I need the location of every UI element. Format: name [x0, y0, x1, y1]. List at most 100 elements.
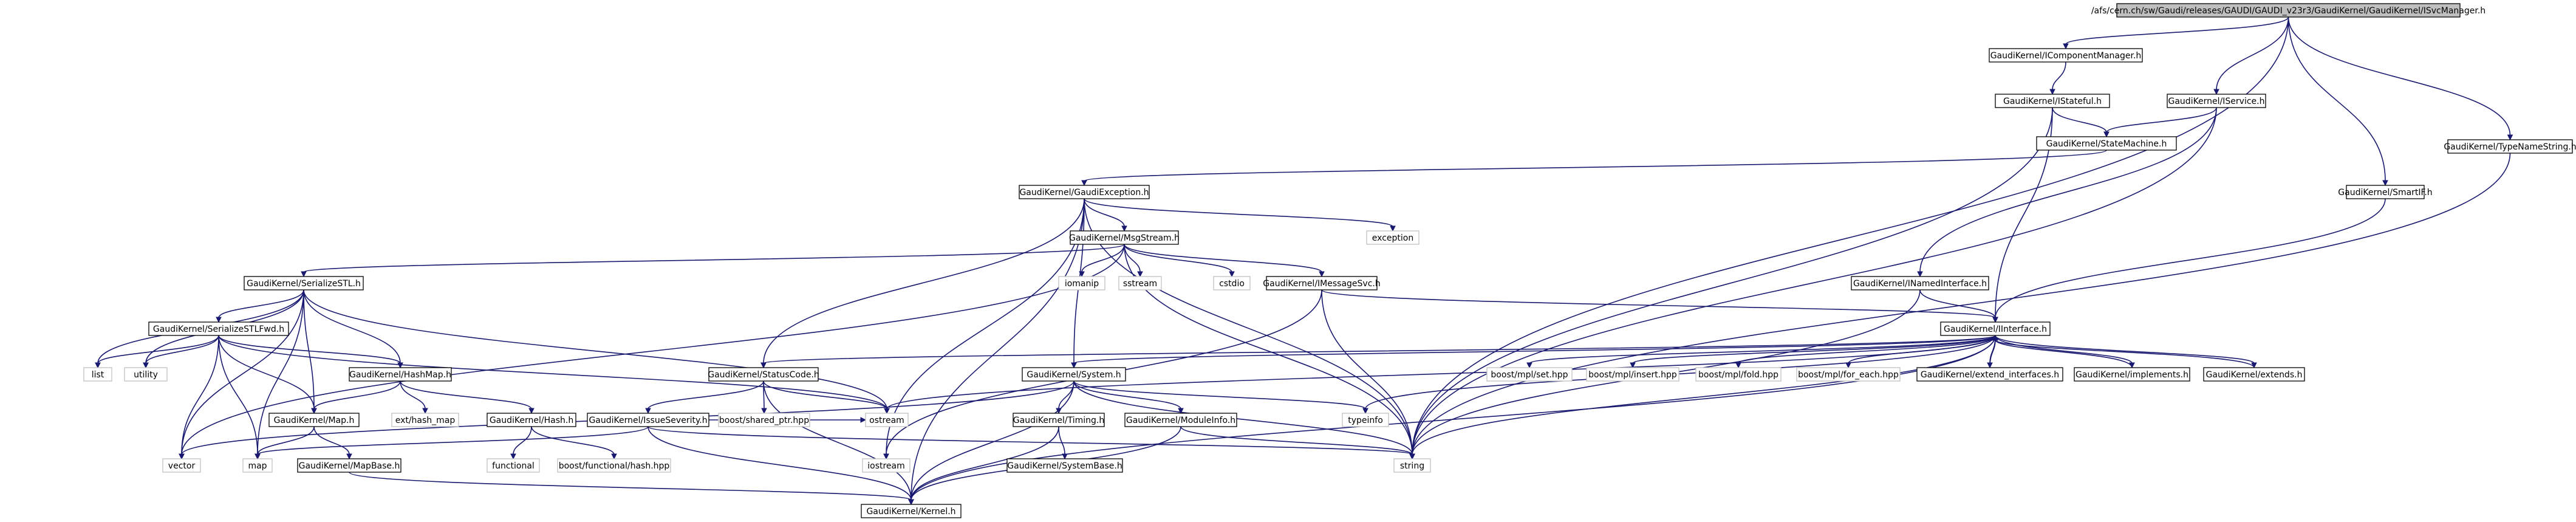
edge-issueseverity-to-kernel — [647, 426, 912, 501]
node-label: GaudiKernel/ModuleInfo.h — [1126, 416, 1235, 425]
node-serializestl[interactable]: GaudiKernel/SerializeSTL.h — [244, 276, 364, 290]
node-imessagesvc[interactable]: GaudiKernel/IMessageSvc.h — [1263, 276, 1381, 290]
edge-root-to-typenamestring — [2287, 16, 2511, 136]
node-msgstream[interactable]: GaudiKernel/MsgStream.h — [1069, 230, 1180, 245]
node-map-h[interactable]: GaudiKernel/Map.h — [268, 413, 360, 427]
node-box — [1118, 276, 1162, 290]
node-statuscode[interactable]: GaudiKernel/StatusCode.h — [708, 367, 819, 382]
node-kernel[interactable]: GaudiKernel/Kernel.h — [861, 504, 962, 518]
node-map: map — [242, 458, 273, 473]
node-system[interactable]: GaudiKernel/System.h — [1022, 367, 1126, 382]
edge-msgstream-to-imessagesvc — [1124, 244, 1322, 273]
node-inamedinterface[interactable]: GaudiKernel/INamedInterface.h — [1851, 276, 1989, 290]
edge-arrowhead — [1390, 225, 1396, 232]
node-box — [2074, 367, 2190, 382]
node-label: GaudiKernel/Hash.h — [490, 416, 573, 425]
node-label: functional — [492, 461, 535, 471]
edge-iinterface-to-boostinsert — [1632, 335, 1996, 364]
node-label: GaudiKernel/extend_interfaces.h — [1921, 370, 2059, 380]
node-label: sstream — [1123, 279, 1157, 289]
edge-timing-to-kernel — [910, 426, 1059, 501]
node-box — [83, 367, 112, 382]
node-systembase[interactable]: GaudiKernel/SystemBase.h — [1006, 458, 1123, 473]
edge-arrowhead — [884, 408, 890, 414]
edge-hashmap-to-hash — [400, 380, 532, 410]
edge-iservice-to-string — [1412, 107, 2217, 455]
edge-arrowhead — [1409, 453, 1415, 460]
node-box — [2447, 139, 2573, 154]
edge-statuscode-to-kernel — [763, 380, 912, 501]
edge-serializestlfwd-to-map — [218, 335, 258, 455]
edge-statuscode-to-issueseverity — [647, 380, 764, 410]
edge-hashmap-to-exthashmap — [400, 380, 426, 410]
edge-map_h-to-map — [257, 426, 315, 455]
node-label: utility — [134, 370, 158, 380]
node-smartif[interactable]: GaudiKernel/SmartIF.h — [2338, 185, 2433, 199]
node-issueseverity[interactable]: GaudiKernel/IssueSeverity.h — [587, 413, 709, 427]
node-iservice[interactable]: GaudiKernel/IService.h — [2167, 94, 2266, 108]
node-serializestlfwd[interactable]: GaudiKernel/SerializeSTLFwd.h — [148, 321, 289, 336]
edge-arrowhead — [143, 362, 149, 369]
node-icm[interactable]: GaudiKernel/IComponentManager.h — [1989, 48, 2143, 63]
edge-arrowhead — [2507, 134, 2513, 141]
node-box — [1019, 185, 1150, 199]
node-extends[interactable]: GaudiKernel/extends.h — [2203, 367, 2305, 382]
edge-msgstream-to-cstdio — [1124, 244, 1232, 273]
node-iinterface[interactable]: GaudiKernel/IInterface.h — [1940, 321, 2051, 336]
edge-iinterface-to-string — [1412, 335, 1996, 455]
node-mapbase[interactable]: GaudiKernel/MapBase.h — [297, 458, 401, 473]
node-cstdio: cstdio — [1213, 276, 1251, 290]
node-string: string — [1393, 458, 1431, 473]
node-label: boost/shared_ptr.hpp — [719, 416, 809, 425]
node-box — [557, 458, 671, 473]
node-timing[interactable]: GaudiKernel/Timing.h — [1013, 413, 1105, 427]
edge-arrowhead — [2049, 89, 2055, 95]
edge-system-to-string — [1073, 380, 1413, 455]
edge-iinterface-to-statuscode — [763, 335, 1996, 364]
node-root[interactable]: /afs/cern.ch/sw/Gaudi/releases/GAUDI/GAU… — [2091, 3, 2485, 18]
node-box — [1266, 276, 1378, 290]
node-box — [2346, 185, 2425, 199]
node-statemachine[interactable]: GaudiKernel/StateMachine.h — [2036, 136, 2177, 151]
node-extendinterfaces[interactable]: GaudiKernel/extend_interfaces.h — [1916, 367, 2063, 382]
node-label: list — [92, 370, 104, 380]
edge-arrowhead — [179, 453, 185, 460]
node-typenamestring[interactable]: GaudiKernel/TypeNameString.h — [2444, 139, 2576, 154]
edge-arrowhead — [2382, 180, 2388, 187]
node-gaudiexception[interactable]: GaudiKernel/GaudiException.h — [1019, 185, 1150, 199]
node-box — [865, 413, 909, 427]
graph-nodes: /afs/cern.ch/sw/Gaudi/releases/GAUDI/GAU… — [83, 3, 2576, 518]
edge-arrowhead — [1081, 180, 1087, 187]
node-implements[interactable]: GaudiKernel/implements.h — [2074, 367, 2190, 382]
edge-gaudiexception-to-msgstream — [1084, 198, 1125, 227]
node-boostsharedptr: boost/shared_ptr.hpp — [718, 413, 810, 427]
node-boostset: boost/mpl/set.hpp — [1486, 367, 1573, 382]
edge-serializestl-to-hashmap — [303, 289, 401, 364]
edge-arrowhead — [2251, 362, 2257, 369]
node-label: typeinfo — [1348, 416, 1383, 425]
node-box — [1213, 276, 1251, 290]
node-box — [587, 413, 709, 427]
node-label: GaudiKernel/implements.h — [2075, 370, 2188, 380]
edge-issueseverity-to-string — [647, 426, 1413, 455]
node-list: list — [83, 367, 112, 382]
edge-arrowhead — [1062, 453, 1068, 460]
edge-imessagesvc-to-string — [1321, 289, 1413, 455]
node-label: ext/hash_map — [395, 416, 456, 425]
node-moduleinfo[interactable]: GaudiKernel/ModuleInfo.h — [1124, 413, 1237, 427]
node-label: GaudiKernel/MapBase.h — [299, 461, 400, 471]
node-label: GaudiKernel/MsgStream.h — [1069, 233, 1180, 243]
node-label: /afs/cern.ch/sw/Gaudi/releases/GAUDI/GAU… — [2091, 6, 2485, 16]
node-box — [1586, 367, 1679, 382]
node-hashmap[interactable]: GaudiKernel/HashMap.h — [349, 367, 452, 382]
node-box — [1393, 458, 1431, 473]
edge-iinterface-to-implements — [1995, 335, 2133, 364]
edge-iservice-to-statemachine — [2106, 107, 2217, 133]
edge-arrowhead — [1526, 362, 1532, 369]
node-hash[interactable]: GaudiKernel/Hash.h — [487, 413, 576, 427]
node-sstream: sstream — [1118, 276, 1162, 290]
node-istateful[interactable]: GaudiKernel/IStateful.h — [1995, 94, 2110, 108]
edge-extends-to-iinterface — [1995, 339, 2255, 368]
edge-istateful-to-statemachine — [2052, 107, 2107, 133]
